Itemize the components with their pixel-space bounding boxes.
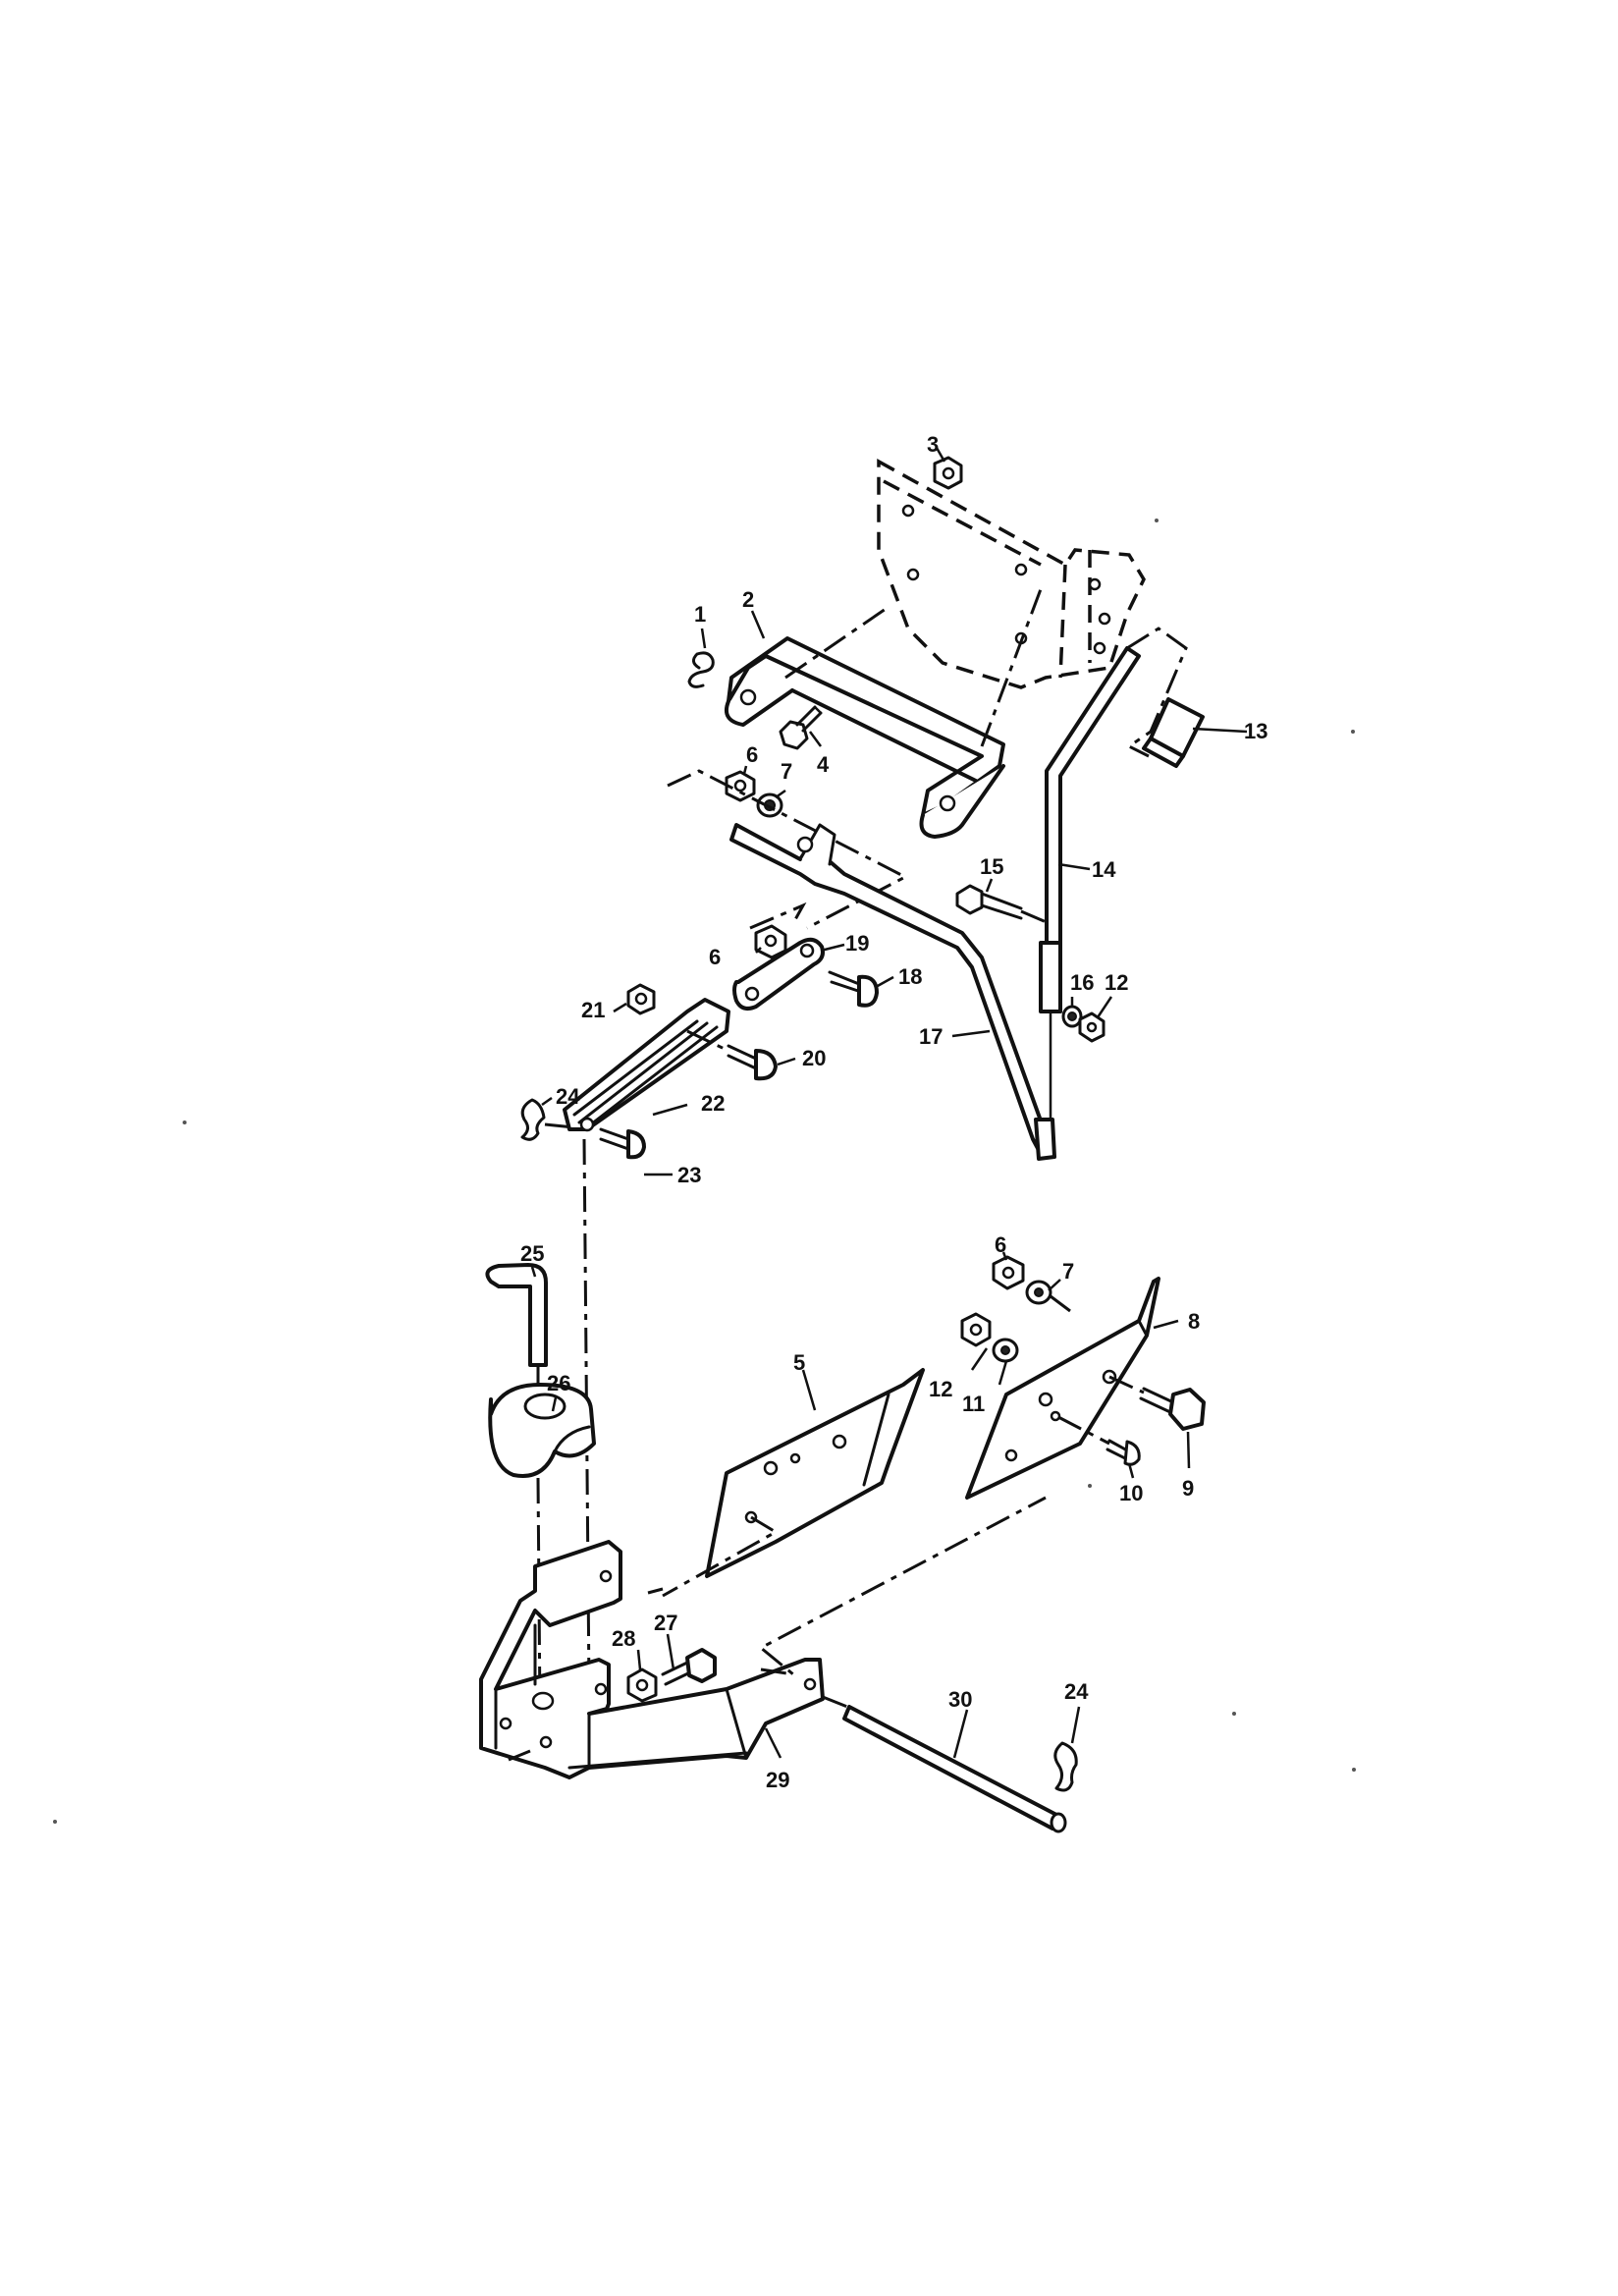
- callout-5: 5: [793, 1350, 805, 1375]
- part-3-nut: [933, 456, 963, 490]
- part-20-bolt: [686, 1029, 778, 1081]
- part-13-handle-grip: [1126, 627, 1205, 768]
- callout-23: 23: [677, 1163, 701, 1187]
- callout-24-lower: 24: [1064, 1679, 1089, 1704]
- callout-18: 18: [898, 964, 922, 989]
- callout-2: 2: [742, 587, 754, 612]
- callout-12-right: 12: [1105, 970, 1128, 995]
- callout-28: 28: [612, 1626, 635, 1651]
- part-26-knob: [488, 1383, 596, 1478]
- part-14-handle-rod: [1039, 646, 1141, 1120]
- part-11-lockwasher: [992, 1338, 1019, 1363]
- callout-1: 1: [694, 602, 706, 627]
- callout-4: 4: [817, 752, 830, 777]
- callout-30: 30: [948, 1687, 972, 1712]
- callout-16: 16: [1070, 970, 1094, 995]
- callout-17: 17: [919, 1024, 943, 1049]
- callout-20: 20: [802, 1046, 826, 1070]
- callout-10: 10: [1119, 1481, 1143, 1505]
- part-16-lockwasher: [1061, 1005, 1083, 1028]
- scan-specks: [53, 519, 1356, 1824]
- part-6-nut-upper: [725, 770, 756, 802]
- callout-29: 29: [766, 1768, 789, 1792]
- part-17-lift-rod: [729, 823, 1056, 1161]
- part-2-channel-bracket: [724, 636, 1005, 839]
- callout-15: 15: [980, 854, 1003, 879]
- callout-26: 26: [547, 1371, 570, 1395]
- part-25-lpin: [485, 1263, 548, 1385]
- callout-labels: 1 2 3 4 5 6 6 6 7 7 8 9 10 11 12 12 13 1…: [520, 432, 1267, 1792]
- leader-lines: [530, 447, 1248, 1759]
- part-19-link: [732, 937, 825, 1011]
- callout-13: 13: [1244, 719, 1267, 743]
- callout-8: 8: [1188, 1309, 1200, 1334]
- frame-bracket-outline: [877, 459, 1146, 689]
- callout-9: 9: [1182, 1476, 1194, 1501]
- part-21-nut: [626, 983, 656, 1015]
- part-23-bolt: [599, 1127, 646, 1160]
- callout-6-lower: 6: [995, 1232, 1006, 1257]
- part-9-bolt: [1108, 1375, 1206, 1431]
- part-15-bolt: [955, 884, 1050, 925]
- part-28-nut: [626, 1667, 658, 1703]
- part-5-plate: [662, 1368, 925, 1598]
- assembly-line-bracket-frame-2: [980, 588, 1043, 747]
- callout-11: 11: [962, 1392, 985, 1416]
- callout-22: 22: [701, 1091, 725, 1116]
- callout-7-upper: 7: [781, 759, 792, 784]
- callout-12-lower: 12: [929, 1377, 952, 1401]
- part-1-clip: [687, 651, 715, 688]
- callout-25: 25: [520, 1241, 544, 1266]
- part-7-lockwasher-upper: [756, 793, 783, 818]
- part-7-lockwasher-lower: [1025, 1280, 1052, 1305]
- part-18-bolt: [828, 970, 879, 1008]
- callout-14: 14: [1092, 857, 1116, 882]
- assembly-line-middle: [749, 902, 807, 930]
- assembly-line-bracket-frame: [784, 605, 890, 680]
- part-4-bolt: [779, 705, 823, 750]
- part-30-pin: [822, 1695, 1067, 1833]
- part-29-hitch-frame: [479, 1496, 1047, 1779]
- part-6-nut-lower: [992, 1255, 1025, 1290]
- callout-6-middle: 6: [709, 945, 721, 969]
- callout-19: 19: [845, 931, 869, 956]
- callout-27: 27: [654, 1611, 677, 1635]
- assembly-line-upper: [667, 769, 909, 930]
- part-27-bolt: [661, 1648, 717, 1686]
- callout-6-upper: 6: [746, 742, 758, 767]
- part-12-nut-lower: [960, 1312, 992, 1347]
- callout-21: 21: [581, 998, 605, 1022]
- callout-24-upper: 24: [556, 1084, 580, 1109]
- callout-3: 3: [927, 432, 939, 457]
- assembly-line-lower-right: [1050, 1294, 1071, 1313]
- part-12-nut-right: [1078, 1011, 1106, 1043]
- part-10-bolt: [1057, 1415, 1141, 1466]
- part-24-hairpin-upper: [520, 1098, 575, 1141]
- part-24-hairpin-lower: [1053, 1741, 1078, 1792]
- callout-7-lower: 7: [1062, 1259, 1074, 1284]
